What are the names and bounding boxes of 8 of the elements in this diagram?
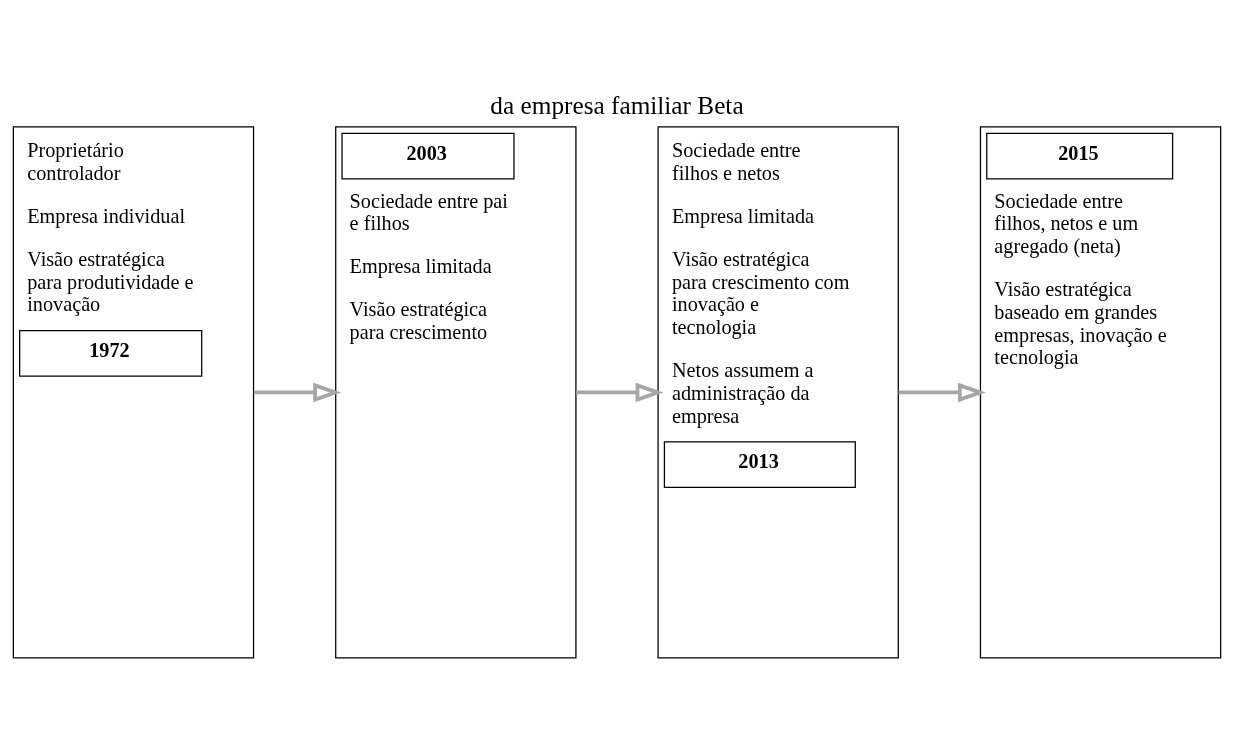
node-box: Proprietário controlador Empresa individual Visão estratégica para produtividade e inovação 1972 [12, 125, 255, 659]
arrow [576, 382, 664, 402]
node-box: 2003 Sociedade entre pai e filhos Empresa limitada Visão estratégica para crescimento [335, 125, 577, 659]
node-box: 2015 Sociedade entre filhos, netos e um agregado (neta) Visão estratégica baseado em grandes empresas, inovação e tecnologia [979, 125, 1222, 659]
node-box: Sociedade entre filhos e netos Empresa limitada Visão estratégica para crescimento com inovação e tecnologia Netos assumem a administração da empresa 2013 [657, 125, 899, 659]
arrow [898, 382, 986, 402]
arrow [253, 382, 342, 402]
diagram-title: da empresa familiar Beta [490, 90, 744, 119]
